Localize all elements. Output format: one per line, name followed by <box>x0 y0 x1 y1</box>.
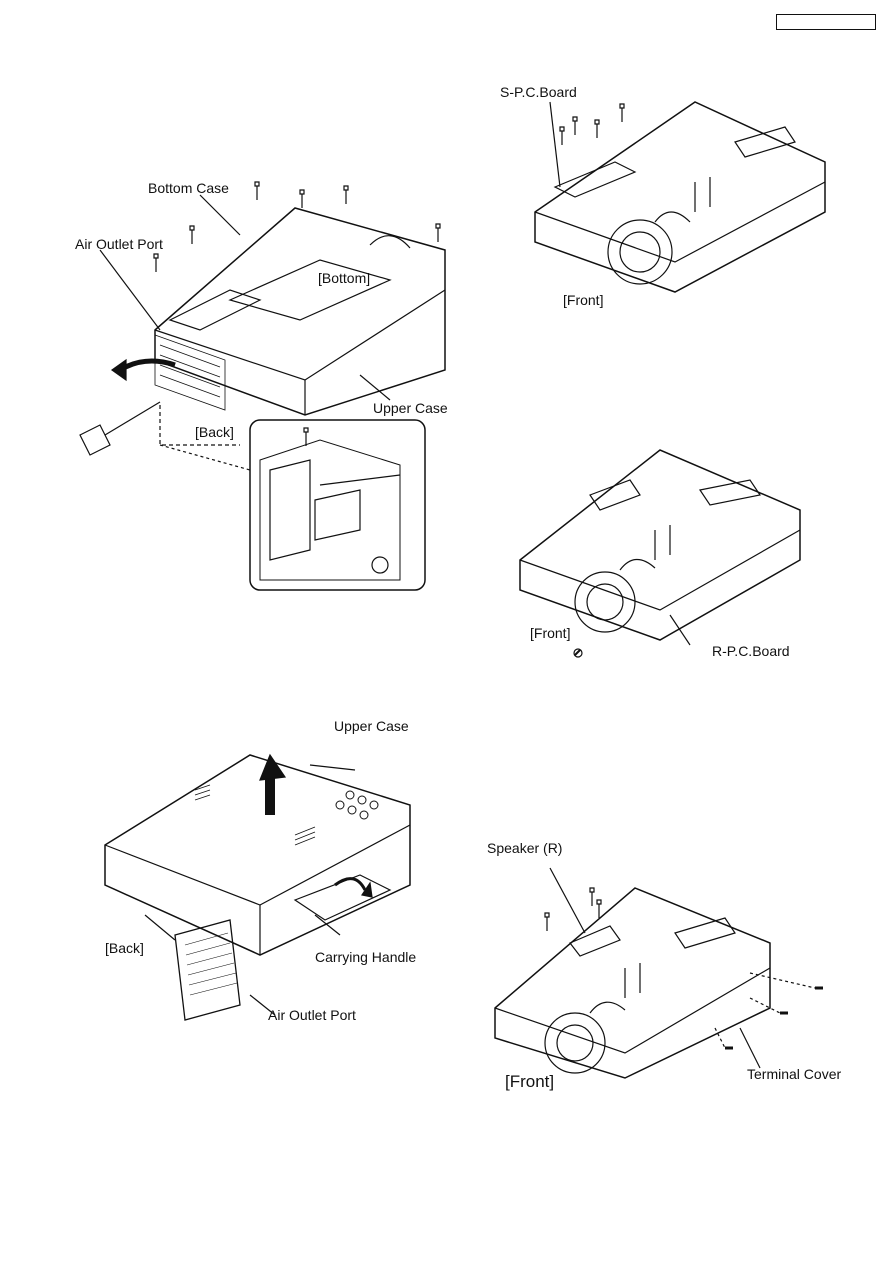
screw-icon <box>559 103 625 145</box>
figure-r-pc-board: [Front] R-P.C.Board <box>510 440 810 665</box>
figure-bottom-case-removal: Bottom Case Air Outlet Port [Bottom] Upp… <box>60 170 460 600</box>
label-bottom: [Bottom] <box>318 270 371 286</box>
label-upper-case: Upper Case <box>373 400 448 416</box>
label-carrying-handle: Carrying Handle <box>315 949 417 965</box>
s-pc-board-illustration <box>534 101 826 293</box>
label-back: [Back] <box>195 424 234 440</box>
label-back: [Back] <box>105 940 144 956</box>
figure-s-pc-board: S-P.C.Board [Front] <box>495 82 845 317</box>
speaker-illustration <box>494 867 823 1079</box>
label-front: [Front] <box>505 1072 555 1091</box>
figure-upper-case-removal: Upper Case [Back] Carrying Handle Air Ou… <box>100 715 430 1030</box>
label-front: [Front] <box>530 625 571 641</box>
label-r-pc-board: R-P.C.Board <box>712 643 790 659</box>
screw-icon <box>153 181 441 272</box>
label-upper-case: Upper Case <box>334 718 409 734</box>
bottom-case-illustration <box>79 181 446 591</box>
label-front: [Front] <box>563 292 604 308</box>
label-air-outlet-port: Air Outlet Port <box>268 1007 356 1023</box>
label-terminal-cover: Terminal Cover <box>747 1066 842 1082</box>
label-air-outlet-port: Air Outlet Port <box>75 236 163 252</box>
figure-speaker-terminal-cover: Speaker (R) [Front] Terminal Cover <box>485 838 855 1098</box>
model-number-box <box>776 14 876 30</box>
upper-case-illustration <box>104 753 411 1021</box>
r-pc-board-illustration <box>519 449 801 658</box>
label-speaker-r: Speaker (R) <box>487 840 563 856</box>
label-bottom-case: Bottom Case <box>148 180 229 196</box>
label-s-pc-board: S-P.C.Board <box>500 84 577 100</box>
screw-icon <box>544 887 823 1050</box>
